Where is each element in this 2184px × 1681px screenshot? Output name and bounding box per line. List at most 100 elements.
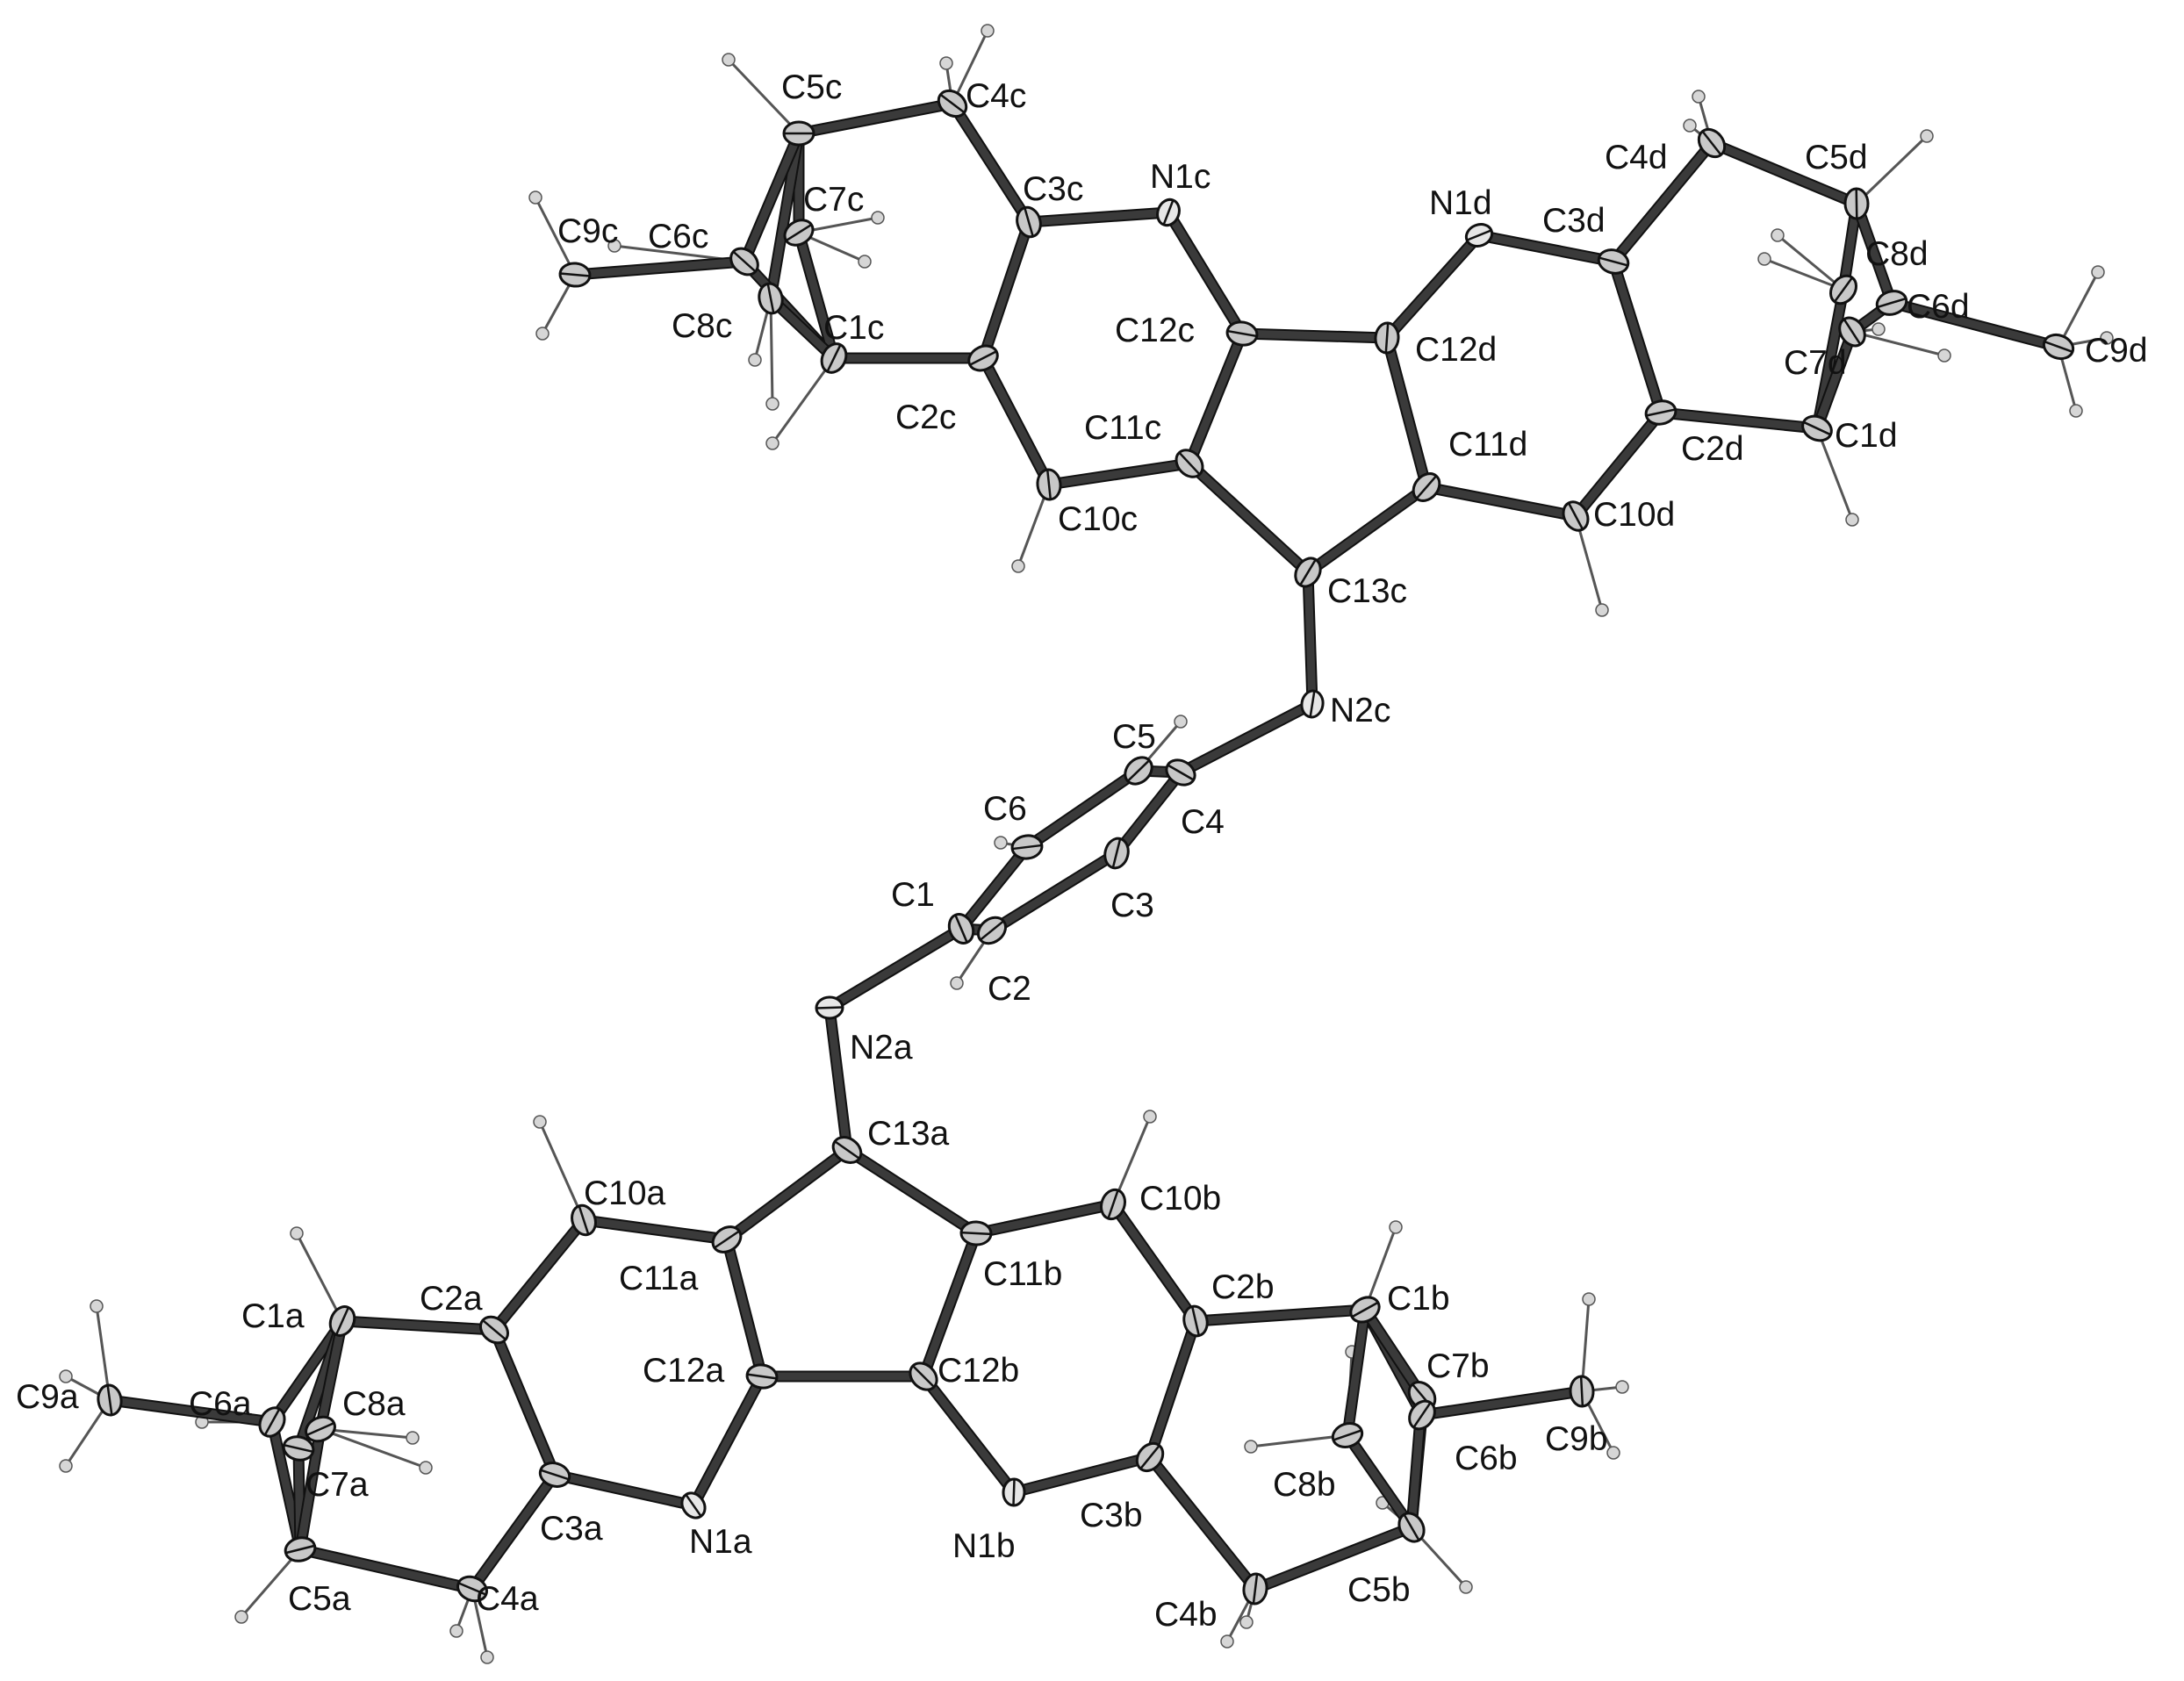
atom-label-C2b: C2b <box>1211 1268 1275 1306</box>
bond-C12d-N1d <box>1383 231 1484 342</box>
bond-C1a-C8a <box>316 1317 347 1433</box>
atom-label-C12a: C12a <box>643 1352 725 1390</box>
atom-C6 <box>1010 834 1044 860</box>
hydrogen-atom-C8a-35 <box>406 1431 420 1445</box>
ellipsoid-axis-C10b <box>1107 1189 1119 1219</box>
hydrogen-atom-C10d-23 <box>1595 603 1609 617</box>
ellipsoid-axis-C6d <box>1877 297 1907 309</box>
atom-label-C7c: C7c <box>803 181 864 219</box>
h-bond-C1c-9 <box>771 357 836 444</box>
ellipsoid-axis-C1d <box>1803 420 1831 436</box>
atom-C6d <box>1875 290 1908 316</box>
h-bond-C8d-16 <box>1777 233 1844 291</box>
ellipsoid-axis-C5b <box>1403 1513 1420 1541</box>
atom-N1d <box>1464 223 1494 248</box>
ellipsoid-axis-C4b <box>1252 1573 1259 1605</box>
atom-label-N1d: N1d <box>1429 184 1492 222</box>
atom-C2c <box>967 344 999 372</box>
atom-label-C9d: C9d <box>2085 332 2148 370</box>
atom-C6c <box>729 247 759 277</box>
atom-label-C6a: C6a <box>189 1385 252 1423</box>
h-bond-C5d-14 <box>1855 134 1929 205</box>
ellipsoid-axis-N1a <box>685 1493 702 1518</box>
bond-C2d-C1d <box>1656 408 1821 433</box>
hydrogen-atom-C2-26 <box>950 976 964 990</box>
bond-C11a-C12a <box>722 1235 766 1381</box>
atom-C5d <box>1843 187 1870 220</box>
hydrogen-atom-C10a-28 <box>533 1115 547 1129</box>
atom-C7a <box>282 1435 315 1462</box>
ellipsoid-axis-C9c <box>559 272 591 277</box>
atom-label-N1b: N1b <box>952 1527 1016 1565</box>
ellipsoid-axis-C1c <box>826 344 842 372</box>
atom-C11d <box>1412 472 1441 502</box>
atom-label-C13c: C13c <box>1327 572 1407 610</box>
bond-C4a-C5a <box>296 1545 477 1593</box>
hydrogen-atom-C10c-11 <box>1011 559 1025 573</box>
atom-C11b <box>959 1220 993 1246</box>
atom-C12c <box>1225 320 1259 347</box>
ellipsoid-axis-C3d <box>1598 256 1628 267</box>
hydrogen-atom-C5a-44 <box>234 1610 248 1624</box>
atom-C2b <box>1182 1304 1209 1338</box>
hydrogen-atom-C8d-16 <box>1771 228 1785 242</box>
hydrogen-atom-C9b-38 <box>1615 1380 1629 1394</box>
bond-C13c-N2c <box>1304 568 1317 708</box>
ellipsoid-axis-C11c <box>1178 451 1201 476</box>
atom-C2 <box>976 916 1008 945</box>
ellipsoid-axis-C6b <box>1412 1402 1432 1428</box>
atom-label-C4c: C4c <box>966 77 1026 115</box>
atom-label-C4b: C4b <box>1154 1596 1218 1634</box>
atom-C3d <box>1597 248 1630 275</box>
hydrogen-atom-C9d-19 <box>2091 265 2105 279</box>
bond-C11c-C13c <box>1185 459 1312 577</box>
bond-C10c-C11c <box>1045 459 1194 489</box>
bond-C12b-N1b <box>919 1372 1018 1497</box>
atom-C10c <box>1036 468 1062 501</box>
hydrogen-atom-C8b-41 <box>1244 1440 1258 1454</box>
atom-label-C7b: C7b <box>1426 1347 1490 1385</box>
bond-C2-C3 <box>988 849 1121 935</box>
atom-label-C11a: C11a <box>619 1260 699 1297</box>
atom-label-C12b: C12b <box>938 1352 1019 1390</box>
h-bond-C4c-1 <box>951 30 989 104</box>
bond-C2d-C10d <box>1571 408 1665 521</box>
bond-C5c-C4c <box>794 99 957 138</box>
ellipsoid-axis-C10d <box>1567 502 1584 530</box>
atom-C1a <box>328 1305 356 1337</box>
ellipsoid-axis-C3 <box>1111 838 1122 868</box>
atom-C3a <box>538 1462 571 1488</box>
bond-C6-C1 <box>957 843 1031 933</box>
atom-label-C1a: C1a <box>241 1297 305 1335</box>
atom-label-C5c: C5c <box>781 68 842 106</box>
ellipsoid-axis-C8c <box>766 284 775 313</box>
hydrogen-atom-C4d-13 <box>1683 119 1697 133</box>
bond-C10b-C2b <box>1109 1200 1200 1325</box>
ellipsoid-axis-C9a <box>106 1384 113 1416</box>
atom-C4 <box>1165 758 1196 787</box>
atom-label-C6: C6 <box>983 790 1027 828</box>
h-bond-C8a-36 <box>320 1427 427 1469</box>
hydrogen-atom-C5c-0 <box>722 53 736 67</box>
atom-label-C11c: C11c <box>1084 409 1161 447</box>
hydrogen-atom-C4b-48 <box>1239 1615 1254 1629</box>
atom-label-C8c: C8c <box>672 307 732 345</box>
atom-label-C10d: C10d <box>1593 496 1675 534</box>
hydrogen-atom-C5d-14 <box>1920 129 1934 143</box>
atom-C13c <box>1294 557 1322 588</box>
atom-label-C2d: C2d <box>1681 430 1744 468</box>
atom-N1b <box>1002 1477 1026 1507</box>
atom-label-C5d: C5d <box>1805 139 1868 176</box>
ellipsoid-axis-C10a <box>578 1205 590 1235</box>
bond-C2a-C3a <box>490 1325 559 1479</box>
bond-C3c-N1c <box>1024 208 1173 226</box>
atom-label-C3: C3 <box>1110 887 1154 924</box>
ellipsoid-axis-C11b <box>960 1231 992 1236</box>
atom-label-C12d: C12d <box>1415 331 1497 369</box>
bond-C7c-C1c <box>794 228 838 363</box>
hydrogen-atom-C1c-9 <box>765 436 779 450</box>
atom-C8d <box>1828 274 1858 305</box>
hydrogen-atom-C8c-10 <box>765 397 779 411</box>
ellipsoid-axis-C13a <box>834 1140 860 1160</box>
